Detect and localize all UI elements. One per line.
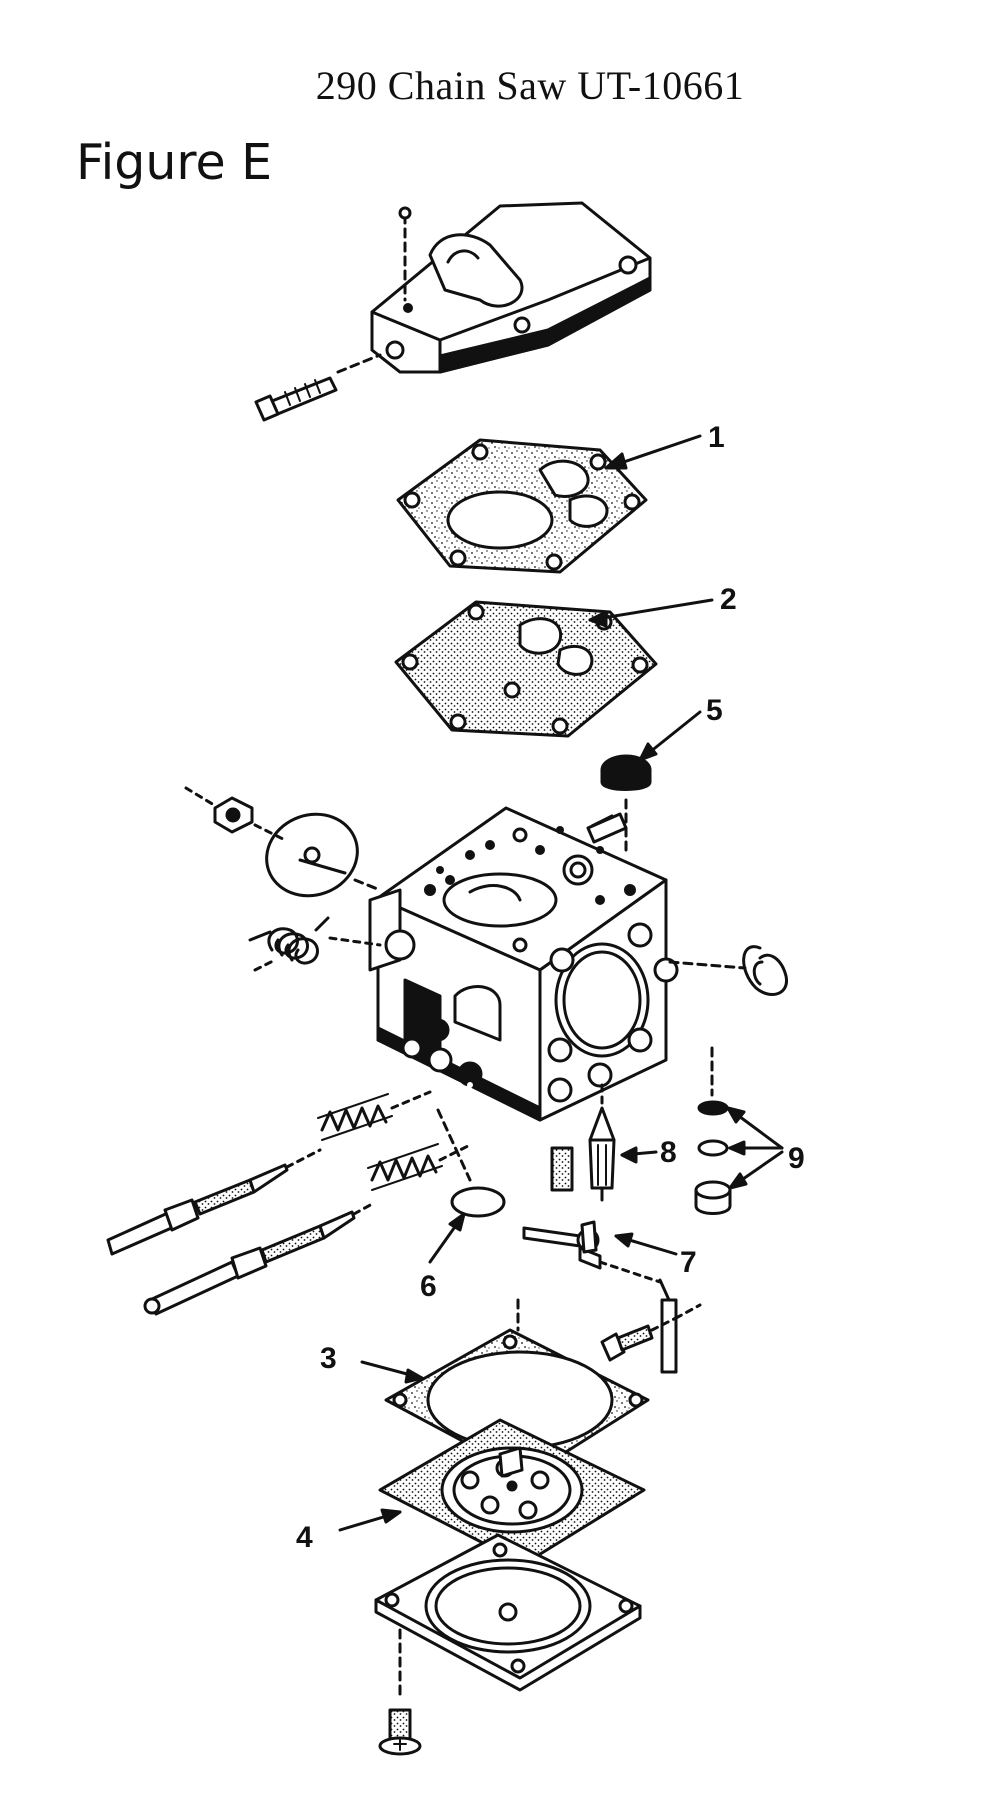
gasket-1-part <box>396 438 648 574</box>
diaphragm-4-part <box>378 1418 646 1566</box>
throttle-plate-part <box>265 812 382 898</box>
callout-4: 4 <box>296 1521 313 1554</box>
callout-3: 3 <box>320 1342 337 1375</box>
cover-screw-part <box>254 353 382 422</box>
page-title: 290 Chain Saw UT-10661 <box>315 63 745 108</box>
callout-9: 9 <box>788 1142 805 1175</box>
lever-screw-part <box>600 1316 678 1362</box>
bottom-cover-part <box>374 1533 642 1702</box>
lever-pin-part <box>658 1278 702 1374</box>
inlet-needle-8-part <box>588 1083 616 1202</box>
leader-lines <box>338 434 784 1532</box>
callout-2: 2 <box>720 583 737 616</box>
callout-5: 5 <box>706 694 723 727</box>
needle-spring-upper-part <box>317 1093 393 1141</box>
check-valve-9-parts <box>694 1046 732 1215</box>
throttle-nut-part <box>184 786 287 842</box>
metering-spring-part <box>550 1146 574 1192</box>
metering-lever-7-part <box>522 1220 662 1284</box>
callout-7: 7 <box>680 1246 697 1279</box>
screen-6-part <box>436 1108 506 1218</box>
e-clip-part <box>668 945 788 996</box>
needle-upper-part <box>106 1090 432 1256</box>
callout-6: 6 <box>420 1270 437 1303</box>
gasket-2-part <box>394 600 658 738</box>
pump-cover-part <box>370 201 652 374</box>
needle-lower-part <box>143 1143 472 1316</box>
return-spring-part <box>248 916 382 972</box>
figure-label: Figure E <box>76 134 273 191</box>
carburetor-body-part <box>368 806 679 1122</box>
bottom-screw-part <box>378 1708 422 1756</box>
callout-8: 8 <box>660 1136 677 1169</box>
callout-1: 1 <box>708 421 725 454</box>
needle-spring-lower-part <box>367 1143 443 1191</box>
gasket-3-part <box>384 1298 650 1478</box>
